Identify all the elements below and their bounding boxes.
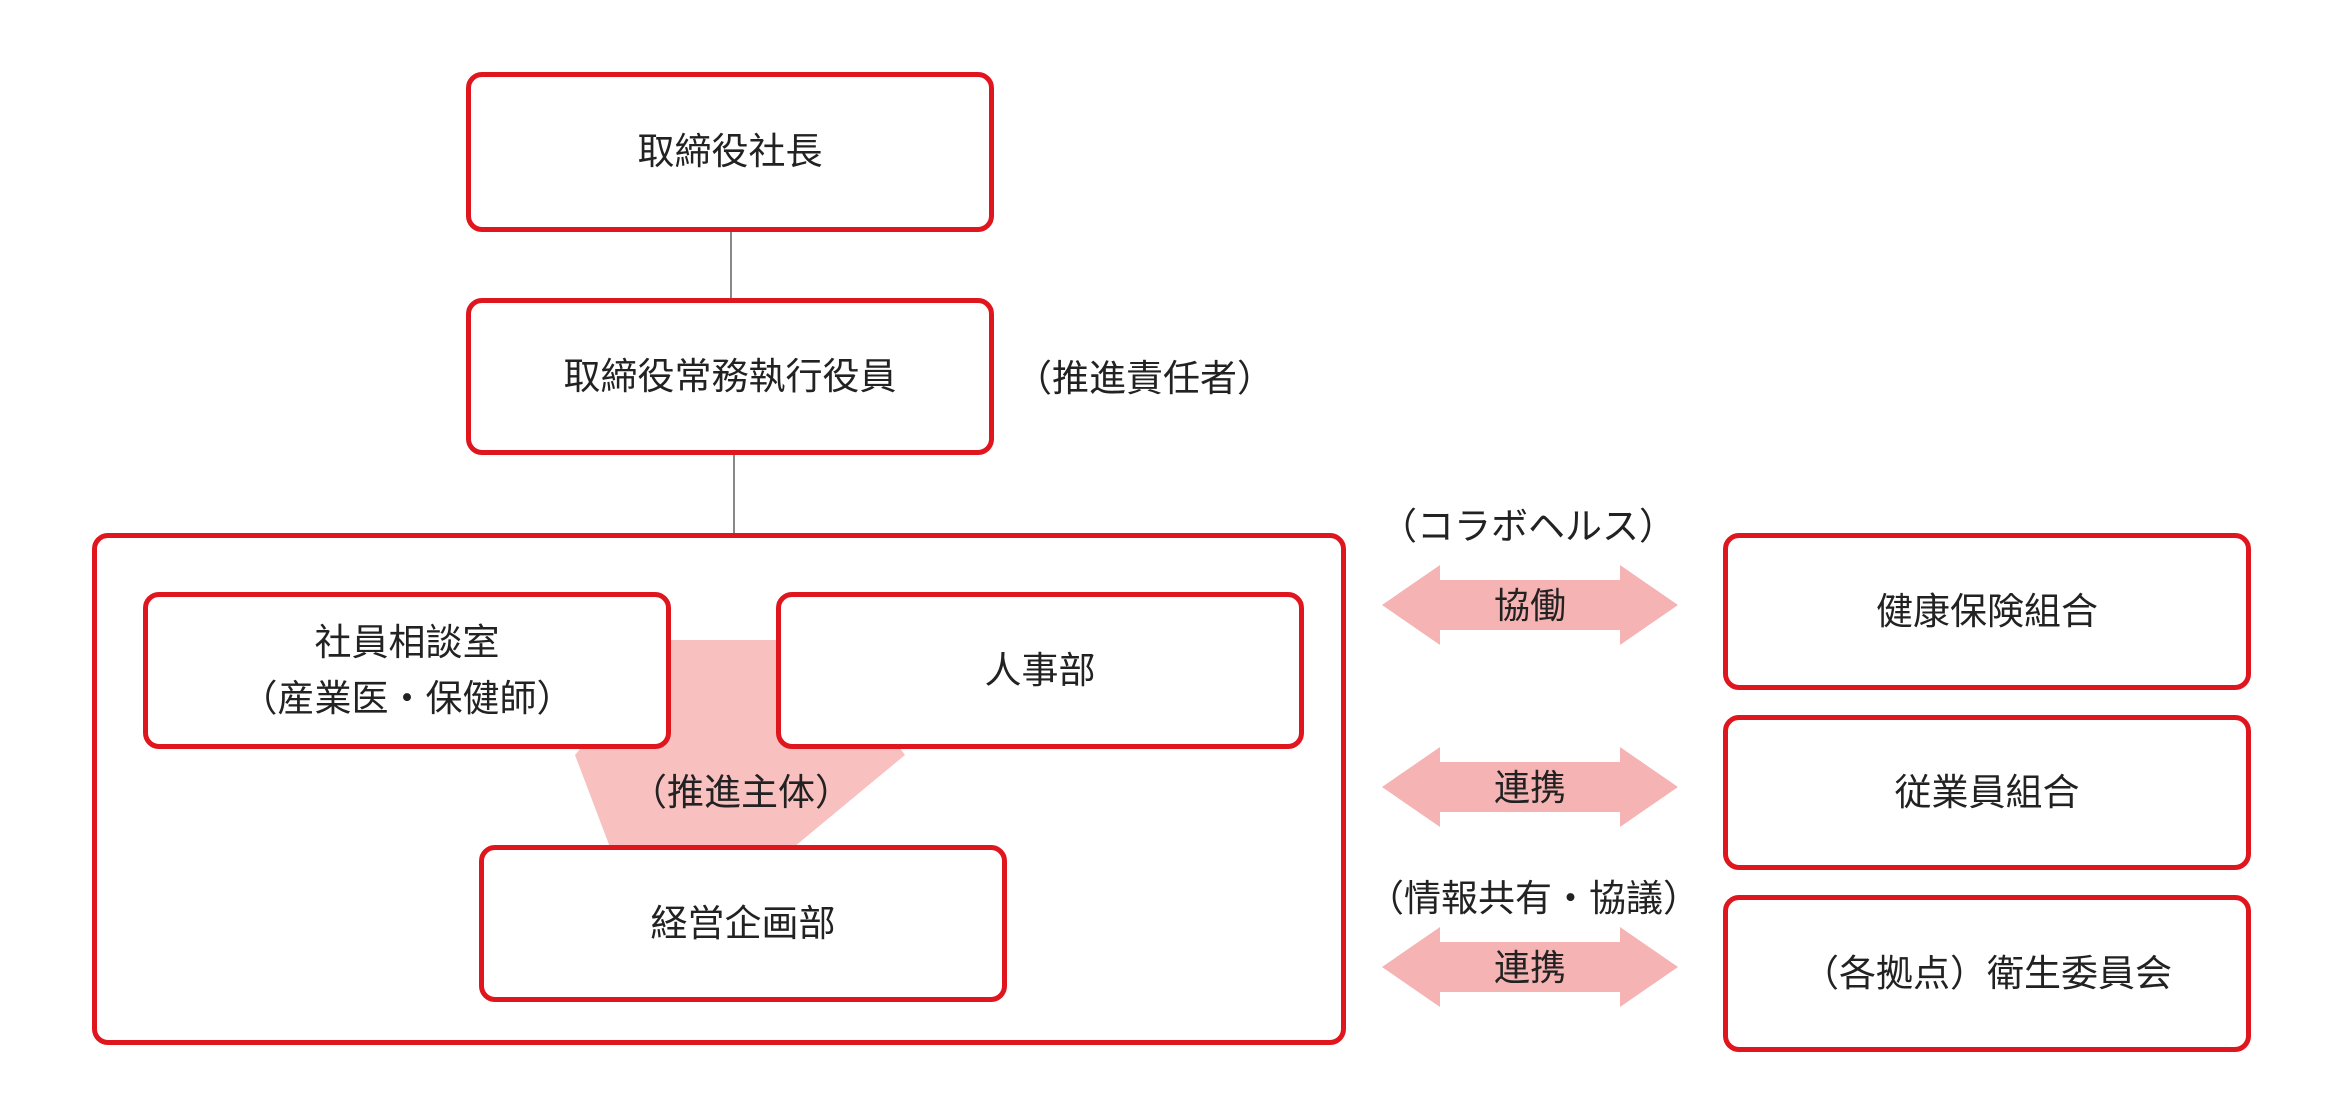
consultation-room-label: 社員相談室 (314, 621, 500, 664)
managing-director-label: 取締役常務執行役員 (563, 354, 897, 398)
planning-department-box: 経営企画部 (479, 845, 1007, 1002)
collabo-health-note: （コラボヘルス） (1380, 505, 1676, 548)
hr-department-box: 人事部 (776, 592, 1304, 749)
promotion-lead-note: （推進責任者） (1015, 357, 1274, 400)
health-insurance-box: 健康保険組合 (1723, 533, 2251, 690)
promotion-group-box (92, 533, 1346, 1045)
consultation-room-box: 社員相談室 （産業医・保健師） (143, 592, 671, 749)
safety-committee-box: （各拠点）衛生委員会 (1723, 895, 2251, 1052)
president-box: 取締役社長 (466, 72, 994, 232)
connector-director-group (733, 455, 735, 533)
arrow-renkei-2 (1382, 927, 1678, 1007)
president-label: 取締役社長 (637, 130, 823, 174)
connector-president-director (730, 232, 732, 298)
consultation-room-staff-label: （産業医・保健師） (240, 676, 574, 720)
arrow-kyodo-label: 協働 (1493, 586, 1567, 627)
promotion-body-note: （推進主体） (630, 771, 852, 814)
arrow-renkei-2-label: 連携 (1493, 948, 1567, 989)
hr-department-label: 人事部 (984, 648, 1096, 692)
arrow-renkei-1-label: 連携 (1493, 768, 1567, 809)
safety-committee-label: （各拠点）衛生委員会 (1802, 951, 2172, 995)
planning-department-label: 経営企画部 (650, 901, 836, 945)
managing-director-box: 取締役常務執行役員 (466, 298, 994, 455)
arrow-kyodo (1382, 565, 1678, 645)
arrow-renkei-1 (1382, 747, 1678, 827)
employee-union-box: 従業員組合 (1723, 715, 2251, 870)
employee-union-label: 従業員組合 (1894, 770, 2080, 814)
health-insurance-label: 健康保険組合 (1876, 589, 2098, 633)
info-sharing-note: （情報共有・協議） (1367, 877, 1700, 920)
